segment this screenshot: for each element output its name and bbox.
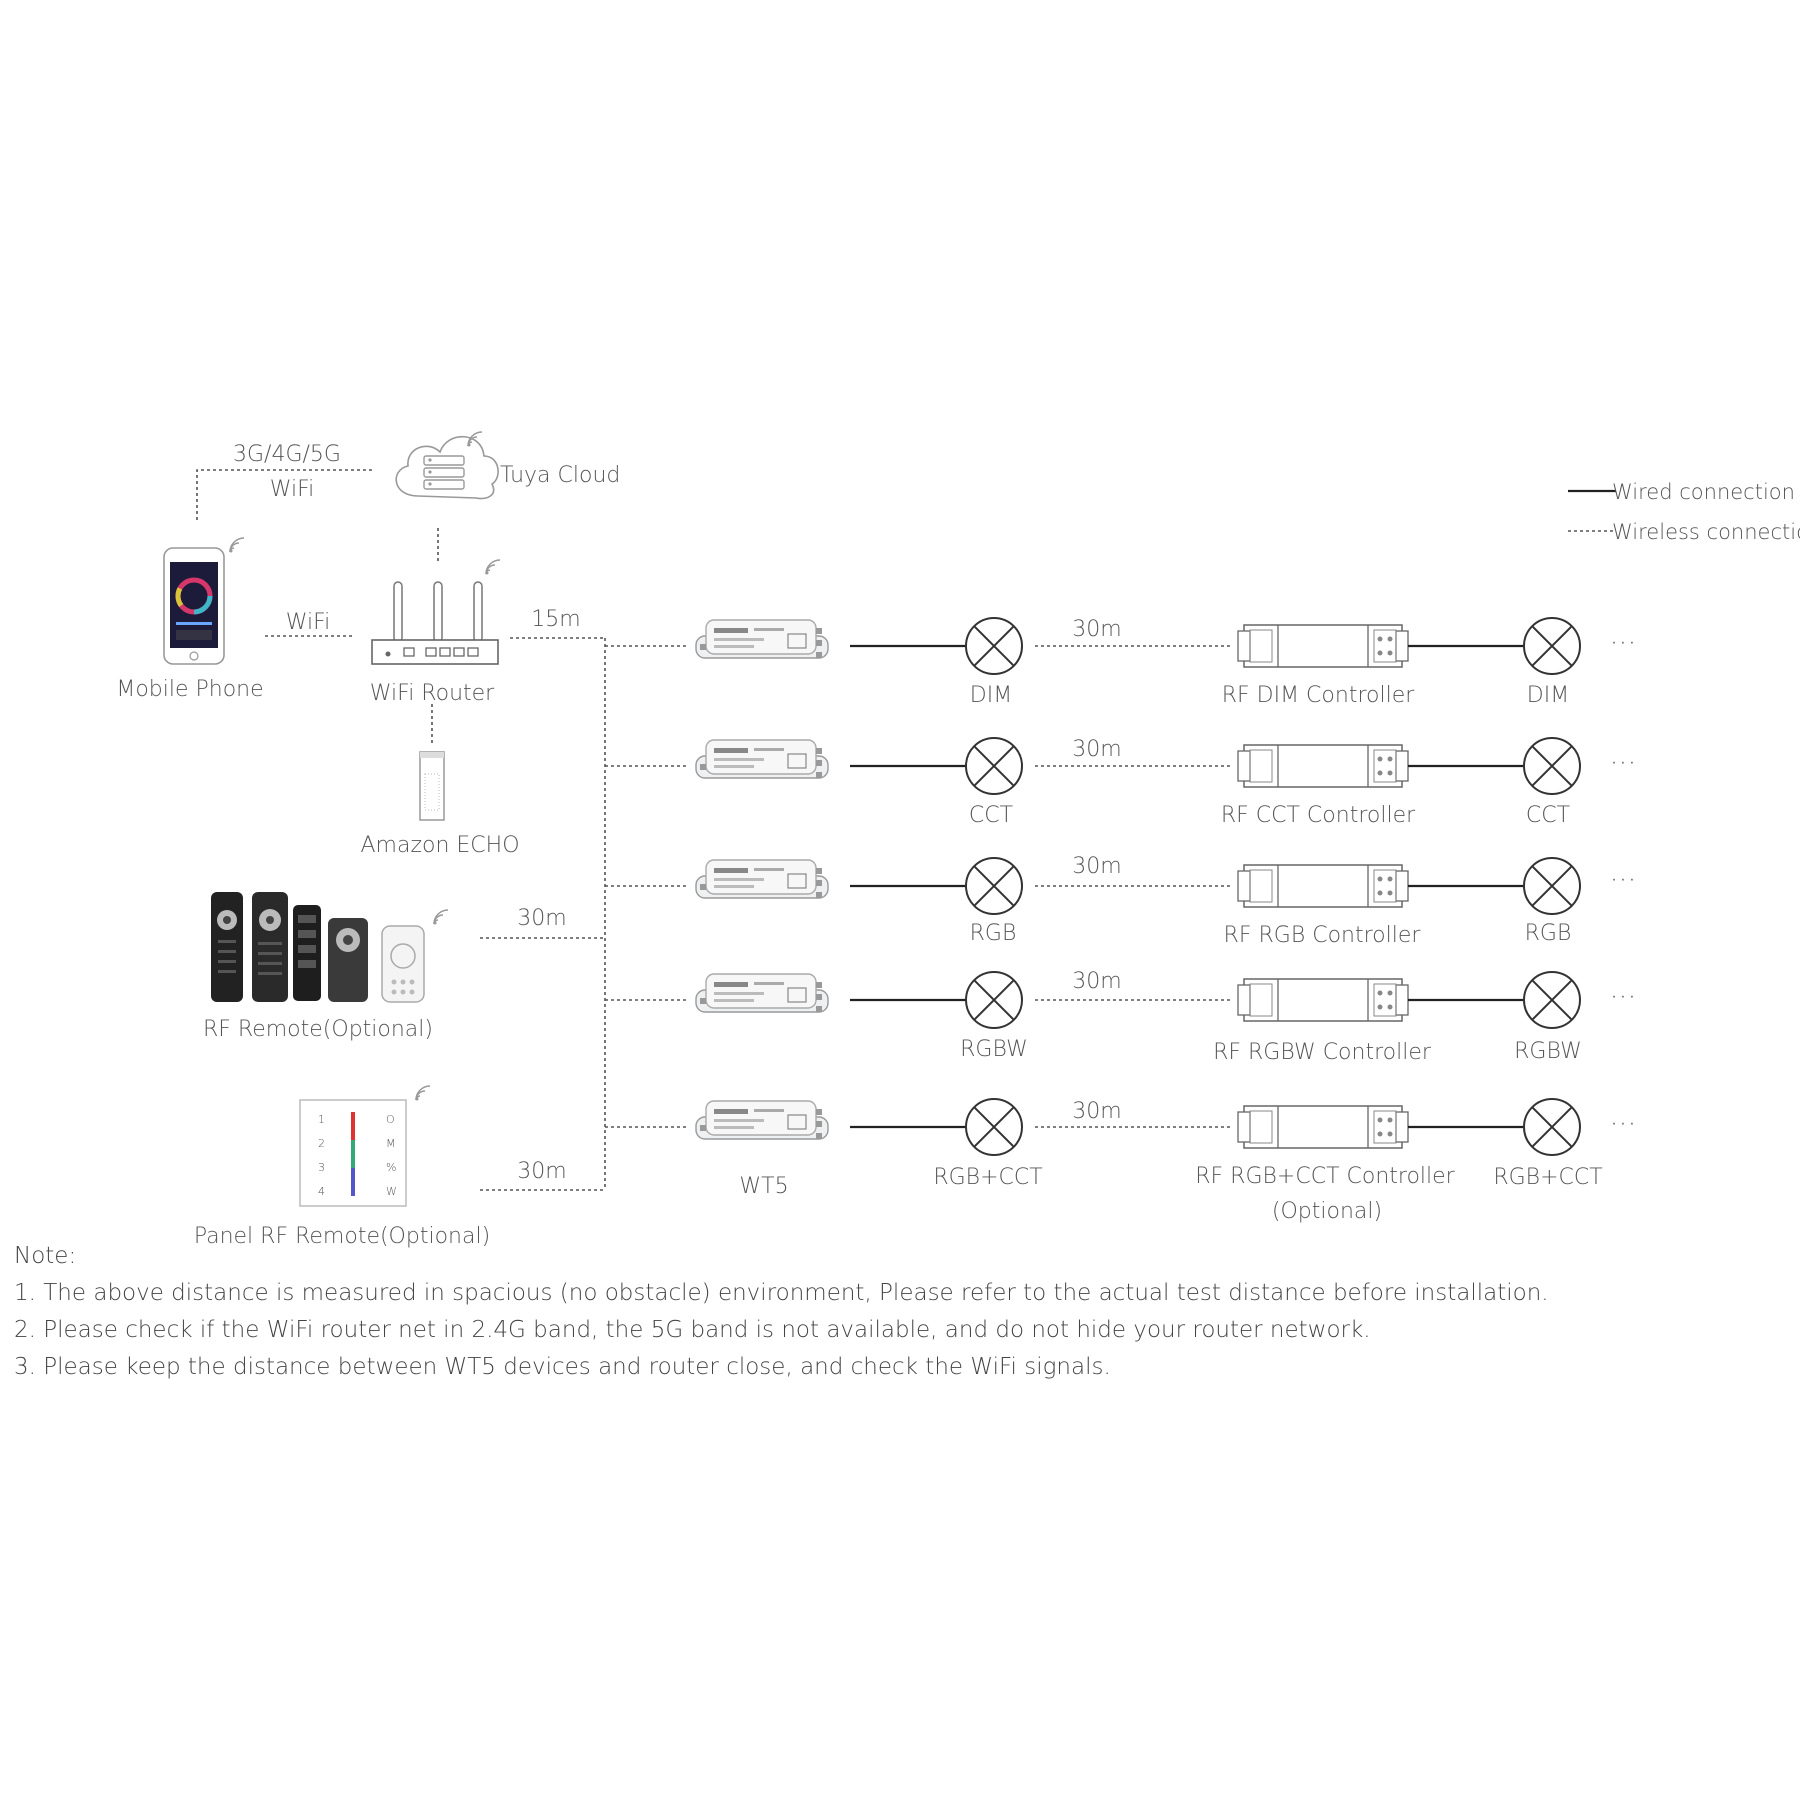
cellular-label: 3G/4G/5G <box>233 442 341 467</box>
controller-label-5: RF RGB+CCT Controller <box>1195 1164 1455 1189</box>
lamp-icon-1 <box>965 617 1023 675</box>
panel-remote-icon: 1 2 3 4 O M % W <box>299 1099 407 1207</box>
lamp2-label-5: RGB+CCT <box>1493 1165 1602 1190</box>
lamp2-label-1: DIM <box>1527 683 1569 708</box>
panel-key-4: 4 <box>318 1185 325 1198</box>
router-bus-distance: 15m <box>531 607 580 632</box>
more-2: ··· <box>1610 746 1637 779</box>
distance-5: 30m <box>1072 1099 1121 1124</box>
lamp-label-2: CCT <box>969 803 1013 828</box>
notes-heading: Note: <box>14 1243 77 1269</box>
controller-label-2: RF CCT Controller <box>1221 803 1416 828</box>
panel-remote-label: Panel RF Remote(Optional) <box>194 1224 490 1249</box>
rf-controller-icon-2 <box>1237 744 1409 788</box>
note-item-1: 1. The above distance is measured in spa… <box>14 1280 1549 1306</box>
note-item-2: 2. Please check if the WiFi router net i… <box>14 1317 1371 1343</box>
wt5-device-2 <box>695 739 829 779</box>
amazon-echo-label: Amazon ECHO <box>360 833 519 858</box>
rf-remote-label: RF Remote(Optional) <box>203 1017 433 1042</box>
rf-controller-icon-3 <box>1237 864 1409 908</box>
router-signal-icon <box>484 559 501 576</box>
rf-controller-icon-5 <box>1237 1105 1409 1149</box>
tuya-cloud-label: Tuya Cloud <box>500 463 620 488</box>
wt5-device-1 <box>695 619 829 659</box>
panel-key-o: O <box>386 1113 395 1126</box>
lamp-icon-4 <box>965 971 1023 1029</box>
row-rgb-cct: WT5 RGB+CCT 30m RF RGB+CCT Controller (O… <box>695 1098 1637 1224</box>
mobile-phone-label: Mobile Phone <box>116 677 263 702</box>
wireless-bus: 15m <box>510 607 688 1190</box>
router-icon <box>371 581 499 665</box>
more-1: ··· <box>1610 626 1637 659</box>
controller-label-4: RF RGBW Controller <box>1213 1040 1432 1065</box>
wt5-device-4 <box>695 973 829 1013</box>
cloud-network: 3G/4G/5G WiFi Tuya Cloud Mobile Phone Wi… <box>116 431 620 858</box>
lamp-icon-3 <box>965 857 1023 915</box>
cloud-icon <box>395 435 499 500</box>
rf-controller-icon-4 <box>1237 978 1409 1022</box>
lamp2-icon-1 <box>1523 617 1581 675</box>
panel-key-2: 2 <box>318 1137 325 1150</box>
controller-note-5: (Optional) <box>1272 1199 1382 1224</box>
panel-signal-icon <box>414 1085 431 1102</box>
distance-4: 30m <box>1072 969 1121 994</box>
lamp-icon-5 <box>965 1098 1023 1156</box>
row-dim: DIM 30m RF DIM Controller DIM ··· <box>695 617 1637 708</box>
panel-key-m: M <box>386 1137 396 1150</box>
lamp2-icon-4 <box>1523 971 1581 1029</box>
rf-controller-icon-1 <box>1237 624 1409 668</box>
rf-remote-signal-icon <box>432 909 449 926</box>
wt5-device-5 <box>695 1100 829 1140</box>
panel-key-1: 1 <box>318 1113 325 1126</box>
row-cct: CCT 30m RF CCT Controller CCT ··· <box>695 737 1637 828</box>
phone-icon <box>163 547 225 665</box>
legend-wireless-label: Wireless connection <box>1612 520 1800 544</box>
rf-remote-icon <box>211 892 425 1003</box>
more-3: ··· <box>1610 863 1637 896</box>
lamp2-label-4: RGBW <box>1514 1039 1582 1064</box>
cellular-link <box>196 469 372 520</box>
lamp2-label-2: CCT <box>1526 803 1570 828</box>
cellular-wifi-label: WiFi <box>270 477 315 502</box>
echo-icon <box>419 751 445 821</box>
panel-key-w: W <box>386 1185 397 1198</box>
controller-label-1: RF DIM Controller <box>1222 683 1416 708</box>
distance-3: 30m <box>1072 854 1121 879</box>
lamp-label-3: RGB <box>970 921 1017 946</box>
panel-key-percent: % <box>386 1161 396 1174</box>
panel-key-3: 3 <box>318 1161 325 1174</box>
lamp2-icon-2 <box>1523 737 1581 795</box>
lamp-label-5: RGB+CCT <box>933 1165 1042 1190</box>
phone-signal-icon <box>228 537 245 554</box>
note-item-3: 3. Please keep the distance between WT5 … <box>14 1354 1111 1380</box>
distance-2: 30m <box>1072 737 1121 762</box>
rf-remote-distance: 30m <box>517 906 566 931</box>
legend-wired-label: Wired connection <box>1612 480 1795 504</box>
phone-wifi-label: WiFi <box>286 610 331 635</box>
wt5-label: WT5 <box>739 1174 788 1199</box>
lamp-label-4: RGBW <box>960 1037 1028 1062</box>
row-rgbw: RGBW 30m RF RGBW Controller RGBW ··· <box>695 969 1637 1065</box>
lamp-icon-2 <box>965 737 1023 795</box>
lamp2-label-3: RGB <box>1525 921 1572 946</box>
more-5: ··· <box>1610 1107 1637 1140</box>
lamp2-icon-3 <box>1523 857 1581 915</box>
wifi-router-label: WiFi Router <box>370 681 495 706</box>
legend: Wired connection Wireless connection <box>1568 480 1800 544</box>
more-4: ··· <box>1610 980 1637 1013</box>
row-rgb: RGB 30m RF RGB Controller RGB ··· <box>695 854 1637 948</box>
controller-label-3: RF RGB Controller <box>1224 923 1422 948</box>
distance-1: 30m <box>1072 617 1121 642</box>
lamp-label-1: DIM <box>970 683 1012 708</box>
notes: Note: 1. The above distance is measured … <box>14 1238 1549 1386</box>
panel-remote-distance: 30m <box>517 1159 566 1184</box>
wt5-device-3 <box>695 859 829 899</box>
lamp2-icon-5 <box>1523 1098 1581 1156</box>
rf-remotes: RF Remote(Optional) 30m 1 2 3 4 O M % W … <box>194 892 605 1249</box>
